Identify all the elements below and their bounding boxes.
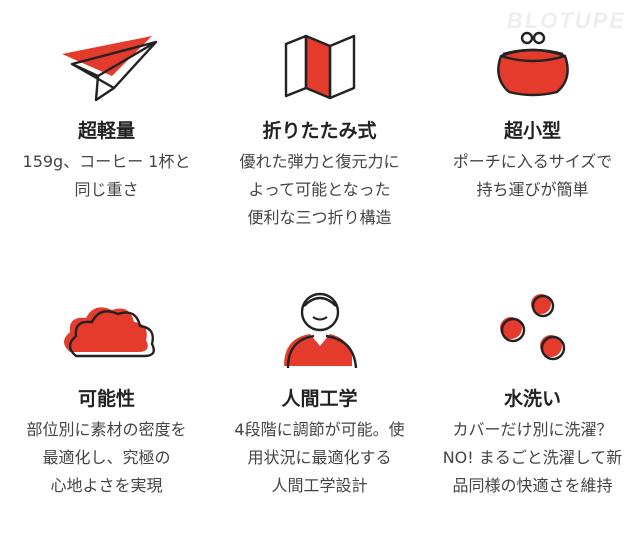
description-line: 用状況に最適化する — [247, 448, 392, 467]
water-drops-icon — [426, 286, 639, 376]
description-line: よって可能となった — [248, 180, 391, 199]
description-line: 便利な三つ折り構造 — [247, 208, 392, 227]
person-icon — [213, 286, 426, 376]
feature-description: 優れた弾力と復元力に よって可能となった 便利な三つ折り構造 — [213, 148, 426, 232]
feature-description: ポーチに入るサイズで 持ち運びが簡単 — [426, 148, 639, 204]
feature-description: 4段階に調節が可能。使 用状況に最適化する 人間工学設計 — [213, 416, 426, 500]
feature-title: 可能性 — [77, 388, 135, 410]
description-line: 4段階に調節が可能。使 — [234, 420, 405, 439]
description-line: 同じ重さ — [74, 180, 139, 199]
feature-washable: 水洗い カバーだけ別に洗濯？ NO! まるごと洗濯して新 品同様の快適さを維持 — [426, 268, 639, 544]
paper-plane-icon — [0, 26, 213, 116]
description-line: 優れた弾力と復元力に — [239, 152, 400, 171]
description-line: 品同様の快適さを維持 — [452, 476, 613, 495]
feature-title: 人間工学 — [281, 388, 358, 410]
feature-possibility: 可能性 部位別に素材の密度を 最適化し、究極の 心地よさを実現 — [0, 268, 213, 544]
feature-compact: 超小型 ポーチに入るサイズで 持ち運びが簡単 — [426, 0, 639, 260]
description-line: ポーチに入るサイズで — [452, 152, 613, 171]
feature-title: 超小型 — [503, 120, 561, 142]
feature-description: 159g、コーヒー 1杯と 同じ重さ — [0, 148, 213, 204]
description-line: 人間工学設計 — [271, 476, 368, 495]
feature-title: 水洗い — [503, 388, 561, 410]
cloud-icon — [0, 290, 213, 380]
folding-map-icon — [213, 26, 426, 116]
description-line: 最適化し、究極の — [42, 448, 171, 467]
description-line: 159g、コーヒー 1杯と — [22, 152, 191, 171]
brand-watermark: BLOTUPE — [506, 8, 626, 33]
coin-purse-icon — [426, 26, 639, 116]
feature-description: カバーだけ別に洗濯？ NO! まるごと洗濯して新 品同様の快適さを維持 — [426, 416, 639, 500]
description-line: 心地よさを実現 — [50, 476, 163, 495]
description-line: 持ち運びが簡単 — [476, 180, 589, 199]
feature-ergonomics: 人間工学 4段階に調節が可能。使 用状況に最適化する 人間工学設計 — [213, 268, 426, 544]
description-line: NO! まるごと洗濯して新 — [442, 448, 623, 467]
feature-ultralight: 超軽量 159g、コーヒー 1杯と 同じ重さ — [0, 0, 213, 260]
description-line: カバーだけ別に洗濯？ — [452, 420, 613, 439]
description-line: 部位別に素材の密度を — [26, 420, 187, 439]
feature-title: 折りたたみ式 — [262, 120, 377, 142]
feature-description: 部位別に素材の密度を 最適化し、究極の 心地よさを実現 — [0, 416, 213, 500]
feature-foldable: 折りたたみ式 優れた弾力と復元力に よって可能となった 便利な三つ折り構造 — [213, 0, 426, 260]
feature-title: 超軽量 — [77, 120, 135, 142]
